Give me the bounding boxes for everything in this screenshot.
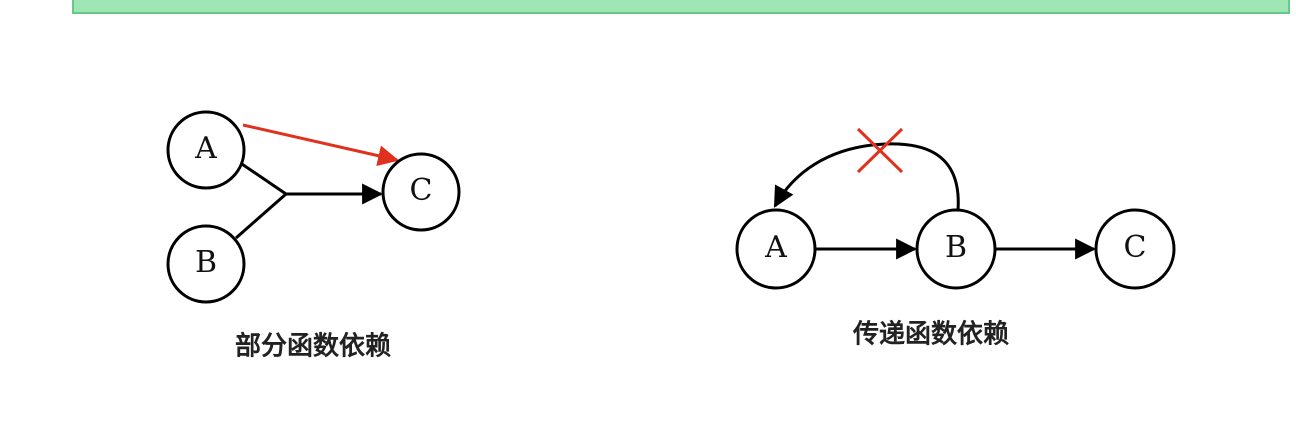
left-node-b-label: B <box>195 245 217 280</box>
right-node-c-label: C <box>1124 230 1147 265</box>
right-node-a-circle <box>735 208 817 290</box>
curved-edge-b-to-a <box>773 142 960 211</box>
left-node-c: C <box>381 152 461 232</box>
cross-icon <box>856 127 904 174</box>
right-node-c: C <box>1094 208 1176 290</box>
top-banner <box>72 0 1290 14</box>
left-caption: 部分函数依赖 <box>235 332 391 362</box>
left-node-a-label: A <box>194 131 217 166</box>
right-node-b: B <box>915 208 997 290</box>
red-edge-a-to-c <box>242 123 400 167</box>
right-node-c-circle <box>1094 208 1176 290</box>
right-node-b-label: B <box>945 230 967 265</box>
left-node-b: B <box>166 224 246 304</box>
left-node-b-circle <box>166 224 246 304</box>
left-node-a: A <box>166 110 246 190</box>
right-caption: 传递函数依赖 <box>852 319 1009 350</box>
right-node-b-circle <box>915 208 997 290</box>
left-node-c-label: C <box>410 173 433 208</box>
right-node-a: A <box>735 208 817 290</box>
left-node-c-circle <box>381 152 461 232</box>
right-node-a-label: A <box>764 230 787 265</box>
left-diagram: A B C 部分函数依赖 <box>166 110 461 362</box>
edge-a-to-junction <box>235 158 287 196</box>
left-node-a-circle <box>166 110 246 190</box>
right-diagram: A B C 传递函数依赖 <box>735 127 1176 350</box>
edge-b-to-junction <box>235 192 287 240</box>
